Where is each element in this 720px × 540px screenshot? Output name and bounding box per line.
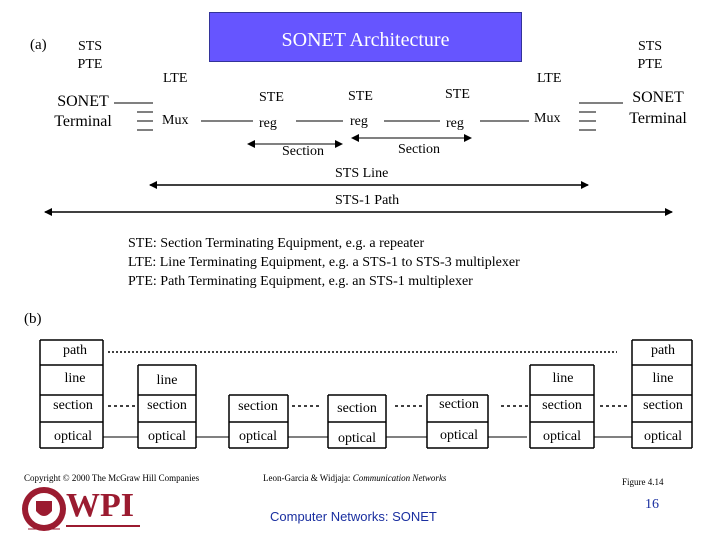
sts-pte-right-line2: PTE <box>637 57 663 72</box>
optical-3: optical <box>238 429 278 444</box>
optical-7: optical <box>643 429 683 444</box>
section-3: section <box>238 399 278 414</box>
ste-2: STE <box>348 89 373 104</box>
optical-1: optical <box>53 429 93 444</box>
line-left-mux: line <box>156 373 178 388</box>
line-left-terminal: line <box>64 371 86 386</box>
sonet-terminal-left-line2: Terminal <box>54 113 112 130</box>
section-label-right: Section <box>398 142 440 157</box>
legend-lte: LTE: Line Terminating Equipment, e.g. a … <box>128 255 520 270</box>
optical-4: optical <box>337 431 377 446</box>
line-right-terminal: line <box>652 371 674 386</box>
figure-number: Figure 4.14 <box>622 477 664 487</box>
citation-authors: Leon-Garcia & Widjaja: <box>263 473 353 483</box>
ste-1: STE <box>259 90 284 105</box>
section-4: section <box>337 401 377 416</box>
mux-left: Mux <box>162 113 189 128</box>
page-number: 16 <box>645 497 659 512</box>
line-right-mux: line <box>552 371 574 386</box>
slide-title: SONET Architecture <box>281 29 450 51</box>
section-2: section <box>147 398 187 413</box>
path-left: path <box>62 343 88 358</box>
reg-1: reg <box>259 116 277 131</box>
path-right: path <box>650 343 676 358</box>
citation: Leon-Garcia & Widjaja: Communication Net… <box>263 474 446 483</box>
sts-pte-right-line1: STS <box>637 39 663 54</box>
copyright: Copyright © 2000 The McGraw Hill Compani… <box>24 473 200 483</box>
optical-2: optical <box>147 429 187 444</box>
section-5: section <box>439 397 479 412</box>
wpi-seal-icon <box>22 487 66 531</box>
section-1: section <box>53 398 93 413</box>
legend-pte: PTE: Path Terminating Equipment, e.g. an… <box>128 274 473 289</box>
reg-3: reg <box>446 116 464 131</box>
optical-5: optical <box>439 428 479 443</box>
mux-right: Mux <box>534 111 561 126</box>
section-label-left: Section <box>282 144 324 159</box>
sonet-terminal-right-line2: Terminal <box>629 110 687 127</box>
wpi-underline <box>66 525 140 527</box>
lte-left: LTE <box>163 71 188 86</box>
sts1-path-label: STS-1 Path <box>335 193 400 208</box>
section-6: section <box>542 398 582 413</box>
sts-pte-left-line2: PTE <box>77 57 103 72</box>
terminal-right-lines <box>579 102 623 131</box>
ste-3: STE <box>445 87 470 102</box>
layer-box-outlines <box>39 339 693 449</box>
legend-ste: STE: Section Terminating Equipment, e.g.… <box>128 236 425 251</box>
sonet-terminal-left-line1: SONET <box>57 93 109 110</box>
optical-6: optical <box>542 429 582 444</box>
part-a-label: (a) <box>30 37 47 53</box>
wpi-wordmark: WPI <box>66 487 134 524</box>
section-7: section <box>643 398 683 413</box>
lte-right: LTE <box>537 71 562 86</box>
sts-pte-left-line1: STS <box>77 39 103 54</box>
title-box <box>209 12 522 62</box>
terminal-left-lines <box>114 102 153 131</box>
sts-line-label: STS Line <box>335 166 389 181</box>
sonet-terminal-right-line1: SONET <box>632 89 684 106</box>
course-title: Computer Networks: SONET <box>270 509 437 524</box>
citation-book: Communication Networks <box>352 473 447 483</box>
reg-2: reg <box>350 114 368 129</box>
wpi-logo: WPI <box>20 483 145 540</box>
part-b-label: (b) <box>24 311 42 327</box>
